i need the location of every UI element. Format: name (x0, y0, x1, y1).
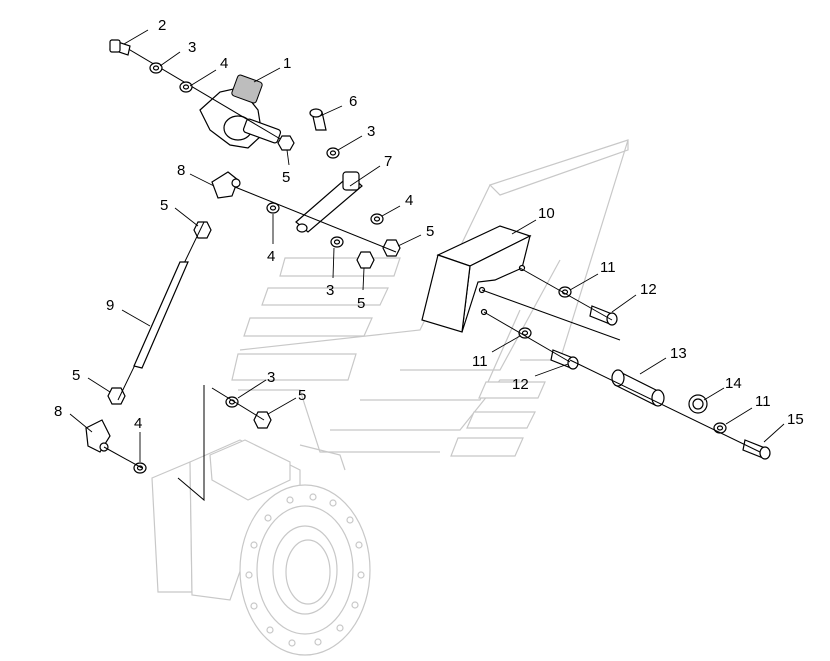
fastener-hardware (107, 39, 771, 474)
callout-labels: 2 3 4 1 5 6 3 7 4 5 8 5 4 3 5 10 11 12 9… (54, 17, 804, 432)
callout-4: 4 (405, 192, 413, 209)
callout-14: 14 (725, 375, 742, 392)
ball-joint-lower (85, 419, 143, 469)
lever-arm (229, 171, 397, 253)
callout-5: 5 (72, 367, 80, 384)
callout-11: 11 (472, 353, 488, 370)
ghost-hub-housing (151, 439, 371, 656)
callout-5: 5 (357, 295, 365, 312)
callout-leaders (69, 29, 785, 462)
callout-4: 4 (267, 248, 275, 265)
callout-11: 11 (600, 259, 616, 276)
callout-4: 4 (134, 415, 142, 432)
callout-1: 1 (283, 55, 291, 72)
callout-3: 3 (267, 369, 275, 386)
callout-5: 5 (426, 223, 434, 240)
bracket-rod (177, 385, 205, 502)
callout-13: 13 (670, 345, 687, 362)
callout-15: 15 (787, 411, 804, 428)
ghost-bolt-holes (245, 493, 365, 647)
adjusting-rod (117, 221, 265, 421)
callout-2: 2 (158, 17, 166, 34)
callout-8: 8 (54, 403, 62, 420)
callout-5: 5 (282, 169, 290, 186)
sensor-unit (119, 43, 283, 149)
cover-housing (421, 225, 621, 363)
callout-4: 4 (220, 55, 228, 72)
callout-7: 7 (384, 153, 392, 170)
callout-5: 5 (160, 197, 168, 214)
callout-12: 12 (640, 281, 657, 298)
callout-9: 9 (106, 297, 114, 314)
callout-3: 3 (326, 282, 334, 299)
callout-3: 3 (367, 123, 375, 140)
callout-10: 10 (538, 205, 555, 222)
callout-5: 5 (298, 387, 306, 404)
ghost-chevron-frame (231, 139, 629, 471)
callout-12: 12 (512, 376, 529, 393)
sleeve (569, 359, 761, 453)
ball-joint-upper (211, 171, 241, 199)
callout-3: 3 (188, 39, 196, 56)
callout-11: 11 (755, 393, 771, 410)
callout-6: 6 (349, 93, 357, 110)
callout-8: 8 (177, 162, 185, 179)
